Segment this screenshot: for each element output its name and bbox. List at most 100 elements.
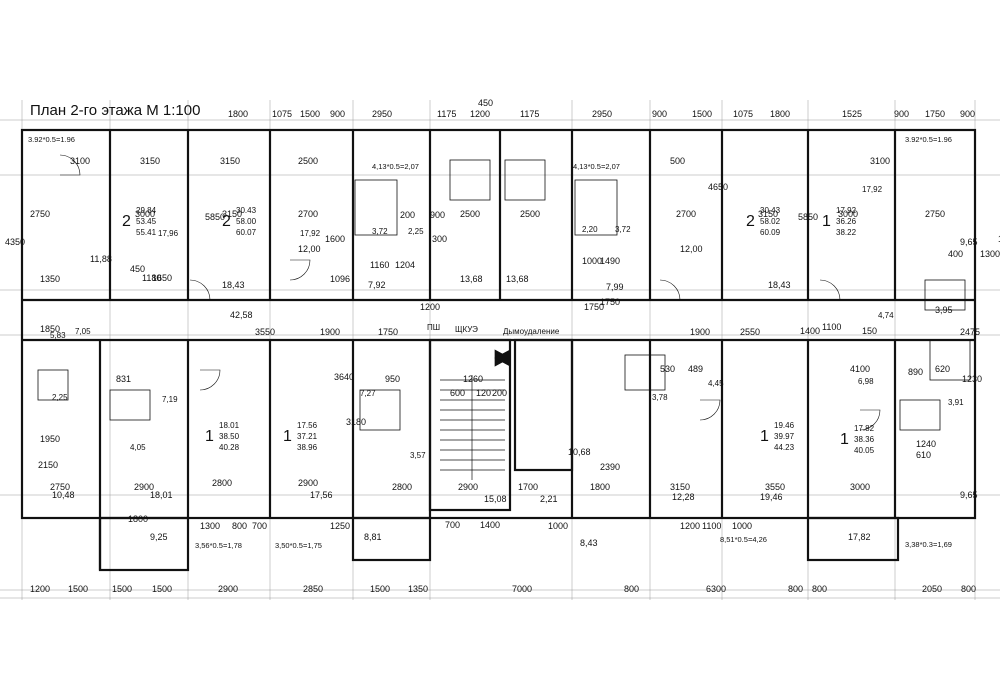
bottom-dimension: 1500 bbox=[370, 584, 390, 594]
apartment-living-area: 18.01 bbox=[219, 421, 240, 430]
inner-dimension: 900 bbox=[430, 210, 445, 220]
inner-dimension: 1600 bbox=[325, 234, 345, 244]
small-room-area: 17,92 bbox=[862, 185, 883, 194]
apartment-living-area: 19.46 bbox=[774, 421, 795, 430]
apartment-total-area: 58.02 bbox=[760, 217, 781, 226]
apartment-living-area: 17.82 bbox=[854, 424, 875, 433]
small-room-area: 17,96 bbox=[158, 229, 179, 238]
top-dimension: 450 bbox=[478, 98, 493, 108]
inner-dimension: 1160 bbox=[370, 260, 389, 270]
inner-dimension: 1200 bbox=[420, 302, 440, 312]
inner-dimension: 2900 bbox=[134, 482, 154, 492]
top-dimension: 1750 bbox=[925, 109, 945, 119]
small-room-area: 3,72 bbox=[372, 227, 388, 236]
inner-dimension: 300 bbox=[432, 234, 447, 244]
bottom-dimension: 1200 bbox=[30, 584, 50, 594]
inner-dimension: 1850 bbox=[40, 324, 60, 334]
top-dimension: 900 bbox=[894, 109, 909, 119]
inner-dimension: 1490 bbox=[600, 256, 620, 266]
inner-dimension: 890 bbox=[908, 367, 923, 377]
room-area: 12,00 bbox=[680, 244, 703, 254]
apartment-room-count: 1 bbox=[840, 431, 849, 448]
inner-dimension: 4350 bbox=[5, 237, 25, 247]
inner-dimension: 1900 bbox=[320, 327, 340, 337]
room-area: 3,95 bbox=[935, 305, 953, 315]
inner-dimension: 1400 bbox=[800, 326, 820, 336]
room-area: 9,65 bbox=[960, 490, 978, 500]
apartment-full-area: 44.23 bbox=[774, 443, 795, 452]
room-area: 18,01 bbox=[150, 490, 173, 500]
inner-dimension: 2500 bbox=[460, 209, 480, 219]
top-dimension: 900 bbox=[960, 109, 975, 119]
bottom-dimension: 1500 bbox=[152, 584, 172, 594]
inner-dimension: 2900 bbox=[298, 478, 318, 488]
apartment-living-area: 30.43 bbox=[760, 206, 781, 215]
inner-dimension: 500 bbox=[670, 156, 685, 166]
inner-dimension: 2500 bbox=[298, 156, 318, 166]
inner-dimension: 3180 bbox=[346, 417, 366, 427]
small-room-area: 3,72 bbox=[615, 225, 631, 234]
inner-dimension: 3150 bbox=[222, 209, 242, 219]
inner-dimension: 2750 bbox=[30, 209, 50, 219]
apartment-full-area: 38.96 bbox=[297, 443, 318, 452]
top-dimension: 1500 bbox=[692, 109, 712, 119]
inner-dimension: 1180 bbox=[142, 273, 161, 283]
inner-dimension: 1200 bbox=[680, 521, 700, 531]
bottom-dimension: 1500 bbox=[68, 584, 88, 594]
inner-dimension: 2500 bbox=[520, 209, 540, 219]
inner-dimension: 489 bbox=[688, 364, 703, 374]
room-area: 10,68 bbox=[568, 447, 591, 457]
apartment-full-area: 60.07 bbox=[236, 228, 257, 237]
top-dimension: 900 bbox=[652, 109, 667, 119]
apartment-full-area: 38.22 bbox=[836, 228, 857, 237]
apartment-total-area: 36.26 bbox=[836, 217, 857, 226]
inner-dimension: 2550 bbox=[740, 327, 760, 337]
inner-dimension: 530 bbox=[660, 364, 675, 374]
bottom-dimension: 800 bbox=[624, 584, 639, 594]
bottom-dimension: 1350 bbox=[408, 584, 428, 594]
small-room-area: 3,78 bbox=[652, 393, 668, 402]
inner-dimension: 450 bbox=[130, 264, 145, 274]
walls bbox=[20, 128, 977, 572]
inner-dimension: 800 bbox=[232, 521, 247, 531]
bottom-dimension: 2900 bbox=[218, 584, 238, 594]
top-dimension: 900 bbox=[330, 109, 345, 119]
inner-dimension: 2800 bbox=[212, 478, 232, 488]
apartment-living-area: 17.56 bbox=[297, 421, 318, 430]
inner-dimension: 1260 bbox=[463, 374, 483, 384]
apartment-room-count: 2 bbox=[122, 213, 131, 230]
inner-dimension: 3640 bbox=[334, 372, 354, 382]
inner-dimension: 2150 bbox=[38, 460, 58, 470]
apartment-living-area: 17.92 bbox=[836, 206, 857, 215]
bottom-dimension: 6300 bbox=[706, 584, 726, 594]
inner-dimension: 2700 bbox=[676, 209, 696, 219]
room-area: 12,00 bbox=[298, 244, 321, 254]
inner-dimension: 1700 bbox=[518, 482, 538, 492]
inner-dimension: 3150 bbox=[140, 156, 160, 166]
small-room-area: 17,92 bbox=[300, 229, 321, 238]
bottom-dimension: 800 bbox=[788, 584, 803, 594]
apartment-living-area: 29.84 bbox=[136, 206, 157, 215]
room-area: 9,65 bbox=[960, 237, 978, 247]
apartment-full-area: 40.28 bbox=[219, 443, 240, 452]
inner-dimension: 1750 bbox=[600, 297, 620, 307]
small-room-area: 4,05 bbox=[130, 443, 146, 452]
inner-dimension: 610 bbox=[916, 450, 931, 460]
inner-dimension: 2390 bbox=[600, 462, 620, 472]
small-room-area: 6,98 bbox=[858, 377, 874, 386]
inner-dimension: 1800 bbox=[590, 482, 610, 492]
small-room-area: 7,05 bbox=[75, 327, 91, 336]
room-area: 17,82 bbox=[848, 532, 871, 542]
inner-dimension: 1000 bbox=[732, 521, 752, 531]
window-area-note: 8,51*0.5=4,26 bbox=[720, 535, 767, 544]
room-area: 13,68 bbox=[506, 274, 529, 284]
inner-dimension: 600 bbox=[450, 388, 465, 398]
small-room-area: 2,25 bbox=[408, 227, 424, 236]
room-area: 11,88 bbox=[90, 254, 112, 264]
bottom-dimension: 2850 bbox=[303, 584, 323, 594]
apartment-total-area: 38.36 bbox=[854, 435, 875, 444]
room-area: 15,08 bbox=[484, 494, 507, 504]
plumbing-fixtures bbox=[37, 159, 971, 431]
small-room-area: 5,83 bbox=[50, 331, 66, 340]
apartment-room-count: 2 bbox=[222, 213, 231, 230]
